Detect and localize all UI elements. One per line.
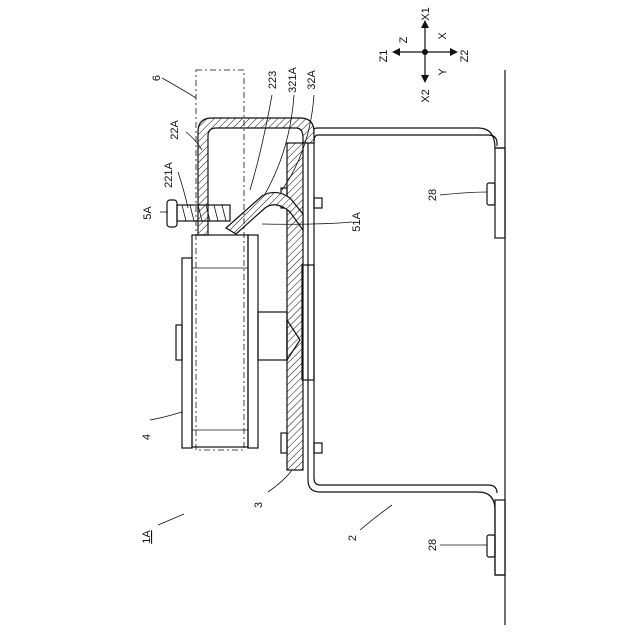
screw-28-bottom [487,535,495,557]
label-32A: 32A [306,70,318,90]
label-22A: 22A [169,120,181,140]
leader-lines [150,78,487,545]
label-5A: 5A [142,206,154,220]
plate-3-nub-top [314,198,322,208]
axis-Y: Y [437,68,449,76]
label-6: 6 [151,75,163,81]
label-3: 3 [253,502,265,508]
label-321A: 321A [287,66,299,92]
axis-Z1: Z1 [378,50,390,63]
bracket-2-flange-top [495,148,505,238]
axis-X: X [437,32,449,40]
bracket-2 [308,128,505,575]
plate-3-tab-bottom [281,433,287,453]
label-28-bottom: 28 [427,539,439,551]
plate-3 [287,143,303,470]
label-4: 4 [141,434,153,440]
label-28-top: 28 [427,189,439,201]
label-221A: 221A [163,161,175,187]
label-2: 2 [347,535,359,541]
label-51A: 51A [351,212,363,232]
screw-28-top [487,183,495,205]
axis-X1: X1 [420,7,432,20]
label-223: 223 [267,71,279,89]
bracket-2-flange-bottom [495,500,505,575]
fan-4 [176,235,300,448]
axis-X2: X2 [420,89,432,102]
axis-Z: Z [398,36,410,43]
bracket-2-inner [314,135,497,493]
plate-3-nub-bottom [314,443,322,453]
label-1A: 1A [141,530,153,544]
axis-Z2: Z2 [459,50,471,63]
